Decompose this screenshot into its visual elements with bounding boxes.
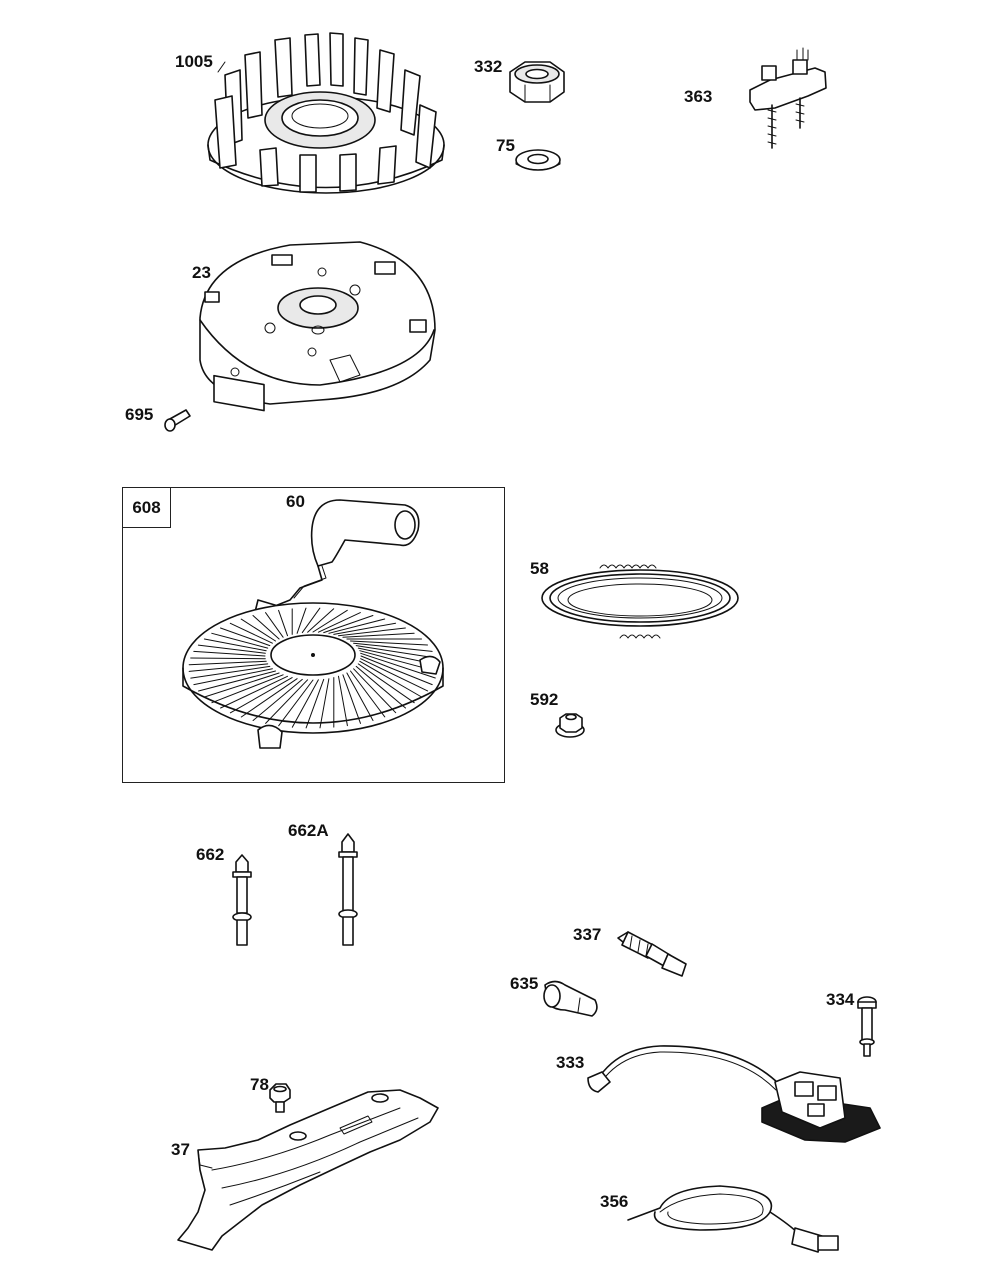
part-label-356[interactable]: 356 [600,1192,629,1211]
stud-drawing[interactable] [232,854,252,946]
starter-fin [211,632,269,649]
starter-fin [296,607,307,634]
flange-nut-drawing[interactable] [555,713,585,738]
part-label-592[interactable]: 592 [530,690,559,709]
starter-fin [355,665,406,709]
starter-fin [355,645,436,659]
starter-fin [188,663,269,672]
starter-fin [240,678,298,718]
screw-drawing[interactable] [164,409,191,432]
starter-fin [211,674,284,704]
shield-screw-drawing[interactable] [269,1083,291,1113]
starter-fin [197,644,266,654]
part-label-58[interactable]: 58 [530,559,549,578]
part-label-78[interactable]: 78 [250,1075,269,1094]
part-label-333[interactable]: 333 [556,1053,585,1072]
starter-fin [252,615,280,640]
starter-fin [312,609,348,633]
air-guide-drawing[interactable] [177,1089,439,1251]
rewind-starter-drawing[interactable] [182,602,444,749]
starter-fin [305,678,325,729]
part-label-635[interactable]: 635 [510,974,539,993]
screw-armature-drawing[interactable] [857,996,877,1057]
starter-fin [353,642,433,652]
starter-fin [229,622,273,644]
starter-fin [346,672,374,721]
starter-fin [350,670,386,718]
starter-fin [198,670,276,692]
starter-fin [220,627,271,647]
terminal-bracket-drawing[interactable] [749,47,827,149]
starter-fin [333,622,397,635]
flywheel-drawing[interactable] [207,32,445,194]
part-label-334[interactable]: 334 [826,990,855,1009]
starter-fin [328,618,386,634]
starter-fin [220,675,288,709]
starter-fin [342,632,415,638]
starter-fin [360,652,436,679]
starter-fin [203,638,267,652]
starter-fin [338,675,348,727]
washer-drawing[interactable] [515,149,561,171]
starter-rope-drawing[interactable] [541,564,739,639]
starter-fin [193,668,273,686]
part-label-337[interactable]: 337 [573,925,602,944]
part-label-662A[interactable]: 662A [288,821,329,840]
starter-fin [278,609,288,637]
starter-group-box: 608 [122,487,505,783]
starter-fin [291,679,319,728]
starter-fin [193,650,266,657]
part-label-23[interactable]: 23 [192,263,211,282]
part-label-332[interactable]: 332 [474,57,503,76]
part-label-662[interactable]: 662 [196,845,225,864]
starter-fin [190,665,271,679]
part-label-363[interactable]: 363 [684,87,713,106]
starter-fin [319,678,330,729]
part-label-60[interactable]: 60 [286,492,305,511]
nut-drawing[interactable] [509,61,565,103]
starter-fin [350,640,428,646]
starter-fin [307,608,335,633]
group-number-label[interactable]: 608 [123,488,171,528]
starter-fin [342,674,361,724]
starter-fin [360,655,433,686]
starter-fin [190,657,266,660]
part-label-37[interactable]: 37 [171,1140,190,1159]
starter-fin [240,618,276,642]
starter-fin [360,658,429,692]
starter-fin [229,677,293,714]
blower-housing-drawing[interactable] [199,241,436,412]
starter-fin [252,678,303,721]
part-label-75[interactable]: 75 [496,136,515,155]
starter-fin [278,679,314,727]
starter-fin [301,607,321,634]
part-label-1005[interactable]: 1005 [175,52,213,71]
spark-plug-boot-drawing[interactable] [543,980,598,1017]
starter-fin [323,615,374,634]
starter-fin [353,668,397,714]
part-label-695[interactable]: 695 [125,405,154,424]
starter-fin [338,627,406,637]
starter-fin [265,679,309,724]
stud-long-drawing[interactable] [338,833,358,946]
spark-plug-drawing[interactable] [617,931,687,977]
starter-fin [188,660,267,666]
ground-wire-drawing[interactable] [627,1185,839,1253]
ignition-armature-drawing[interactable] [587,1045,881,1143]
starter-fin [204,672,280,698]
starter-fin [359,660,423,698]
starter-fin [317,612,361,633]
starter-fin [265,612,284,638]
starter-fin [357,663,415,704]
